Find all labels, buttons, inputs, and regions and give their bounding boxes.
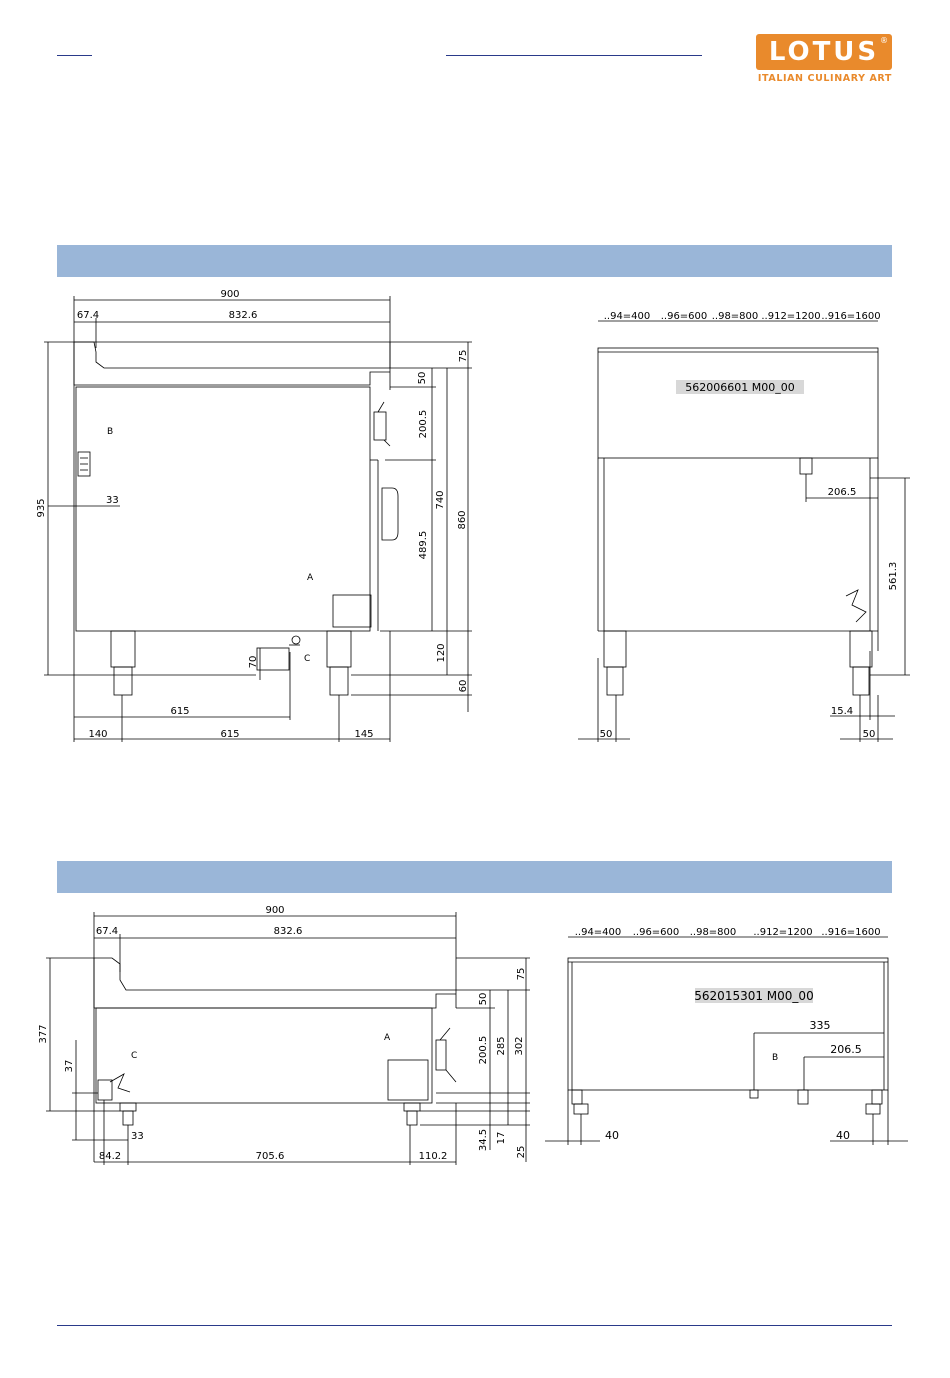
d1-dim-60: 60 [458,680,469,693]
brand-logo: LOTUS ® [756,34,892,70]
header-rule-short [57,55,92,56]
d2-model-code: 562015301 M00_00 [694,989,813,1003]
d1-dim-75: 75 [458,350,469,363]
d2-dim-200-5: 200.5 [478,1036,489,1065]
d2-dim-37: 37 [64,1060,75,1073]
d1-dim-860: 860 [457,510,468,529]
technical-drawing-1: 900 67.4 832.6 935 75 50 200.5 740 860 4… [36,289,910,742]
d2-label-b: B [772,1053,778,1063]
d2-dim-40-left: 40 [605,1129,619,1142]
d1-dim-70: 70 [248,656,259,669]
d2-dim-75: 75 [516,968,527,981]
d1-dim-200-5: 200.5 [418,410,429,439]
d2-front-width-2: ..96=600 [633,927,680,938]
d2-dim-67-4: 67.4 [96,926,118,937]
d1-dim-15-4: 15.4 [831,706,853,717]
d1-front-width-4: ..912=1200 [761,311,820,322]
d1-dim-50: 50 [417,372,428,385]
d1-front-width-3: ..98=800 [712,311,759,322]
d1-label-b: B [107,427,113,437]
d2-dim-302: 302 [514,1036,525,1055]
d2-dim-33: 33 [131,1131,144,1142]
d1-front-width-5: ..916=1600 [821,311,880,322]
d1-label-c: C [304,654,310,664]
d2-dim-285: 285 [496,1036,507,1055]
d1-dim-615-upper: 615 [170,706,189,717]
d1-dim-935: 935 [36,498,47,517]
d2-dim-900: 900 [265,905,284,916]
d1-dim-561-3: 561.3 [888,562,899,591]
d2-dim-206-5: 206.5 [830,1043,862,1056]
d1-dim-900: 900 [220,289,239,300]
d2-dim-17: 17 [496,1132,507,1145]
d2-front-width-5: ..916=1600 [821,927,880,938]
d2-front-width-3: ..98=800 [690,927,737,938]
section-band-2 [57,861,892,893]
d1-dim-33: 33 [106,495,119,506]
d1-dim-50-right: 50 [863,729,876,740]
d1-dim-489-5: 489.5 [418,531,429,560]
d1-dim-50-left: 50 [600,729,613,740]
d2-dim-34-5: 34.5 [478,1129,489,1151]
d1-dim-832-6: 832.6 [229,310,258,321]
d2-dim-335: 335 [810,1019,831,1032]
d1-dim-145: 145 [354,729,373,740]
d2-dim-50: 50 [478,993,489,1006]
d1-front-width-1: ..94=400 [604,311,651,322]
d2-dim-705-6: 705.6 [256,1151,285,1162]
d2-dim-40-right: 40 [836,1129,850,1142]
d2-dim-377: 377 [38,1024,49,1043]
d1-dim-740: 740 [435,490,446,509]
d2-front-width-1: ..94=400 [575,927,622,938]
brand-logo-text: LOTUS [768,37,880,67]
d2-dim-84-2: 84.2 [99,1151,121,1162]
d1-dim-615-lower: 615 [220,729,239,740]
section-band-1 [57,245,892,277]
brand-tagline: ITALIAN CULINARY ART [757,73,892,84]
d2-dim-832-6: 832.6 [274,926,303,937]
d1-label-a: A [307,573,314,583]
d1-model-code: 562006601 M00_00 [685,381,794,394]
d1-dim-140: 140 [88,729,107,740]
header-rule-center [446,55,702,56]
d1-front-width-2: ..96=600 [661,311,708,322]
d2-dim-110-2: 110.2 [419,1151,448,1162]
d2-front-width-4: ..912=1200 [753,927,812,938]
d1-dim-120: 120 [436,643,447,662]
d2-label-a: A [384,1033,391,1043]
d2-label-c: C [131,1051,137,1061]
technical-drawing-2: 900 67.4 832.6 377 37 75 50 200.5 285 30… [38,905,908,1165]
d1-dim-67-4: 67.4 [77,310,99,321]
registered-mark-icon: ® [880,36,888,45]
d2-dim-25: 25 [516,1146,527,1159]
d1-dim-206-5: 206.5 [828,487,857,498]
footer-rule [57,1325,892,1326]
